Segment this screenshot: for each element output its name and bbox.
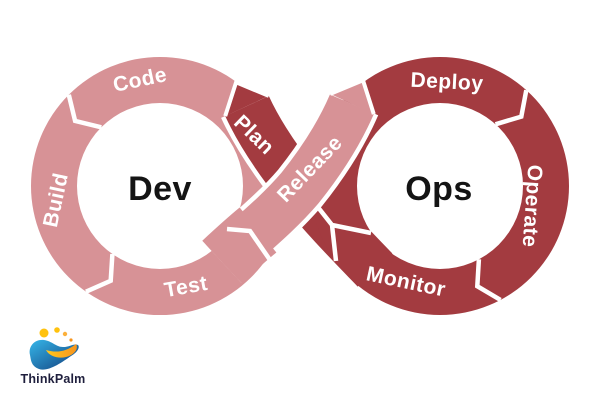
thinkpalm-logo-text: ThinkPalm <box>20 372 85 386</box>
chevron-operate-monitor <box>474 259 502 302</box>
segment-label-deploy: Deploy <box>410 69 484 96</box>
release-band-ring-merge <box>202 207 277 284</box>
thinkpalm-logo-icon <box>29 327 79 370</box>
ops-loop-label: Ops <box>405 170 473 208</box>
logo-dot-medium <box>54 327 60 333</box>
chevron-test-release <box>226 226 272 262</box>
chevron-deploy-operate <box>494 89 529 127</box>
plan-arrow-tip <box>223 79 270 117</box>
release-arrow-tip <box>329 77 376 115</box>
logo-dot-tiny <box>69 338 73 342</box>
chevron-monitor-plan <box>315 204 372 262</box>
chevron-build-test <box>85 253 115 294</box>
thinkpalm-logo: ThinkPalm <box>20 327 85 386</box>
chevron-code-build <box>66 94 102 130</box>
dev-loop-label: Dev <box>128 170 192 208</box>
logo-swoosh-shape <box>46 344 77 358</box>
logo-dot-large <box>39 328 49 338</box>
segment-label-operate: Operate <box>518 164 547 248</box>
logo-dot-small <box>62 331 68 337</box>
release-band <box>202 77 379 284</box>
